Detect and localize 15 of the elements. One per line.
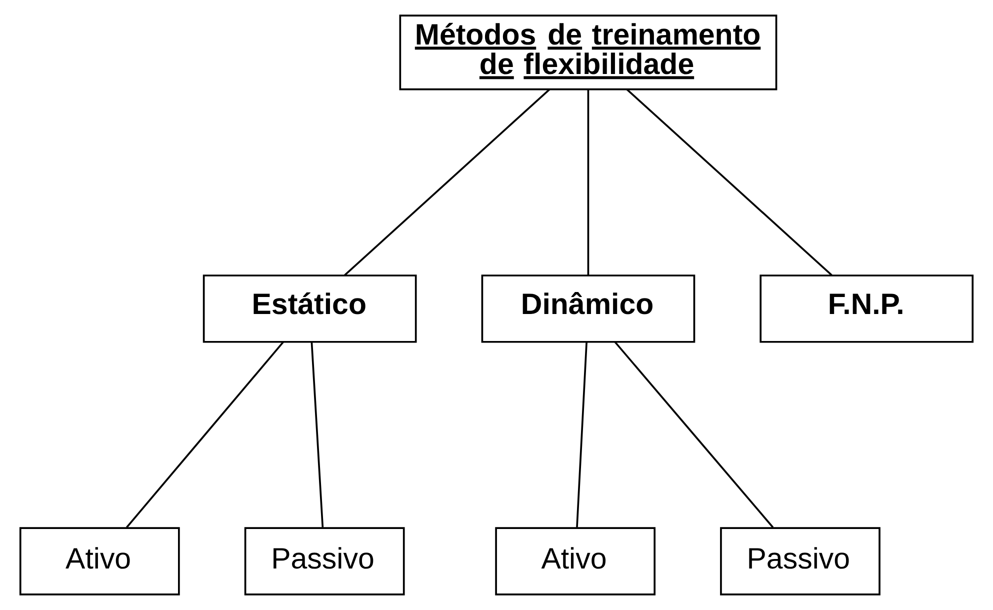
node-box: Ativo	[495, 527, 656, 596]
connector	[614, 341, 774, 528]
node-box: Estático	[202, 274, 417, 343]
connector	[126, 341, 284, 528]
connector	[310, 342, 324, 528]
connector	[626, 88, 832, 276]
node-box: Ativo	[19, 527, 180, 596]
node-box: Passivo	[244, 527, 405, 596]
connector	[576, 342, 588, 528]
node-box: Dinâmico	[481, 274, 696, 343]
node-box: F.N.P.	[760, 274, 974, 343]
node-box: Passivo	[720, 527, 880, 596]
connector	[344, 88, 550, 276]
connector	[587, 89, 590, 276]
node-box: Métodos de treinamento de flexibilidade	[399, 14, 778, 90]
